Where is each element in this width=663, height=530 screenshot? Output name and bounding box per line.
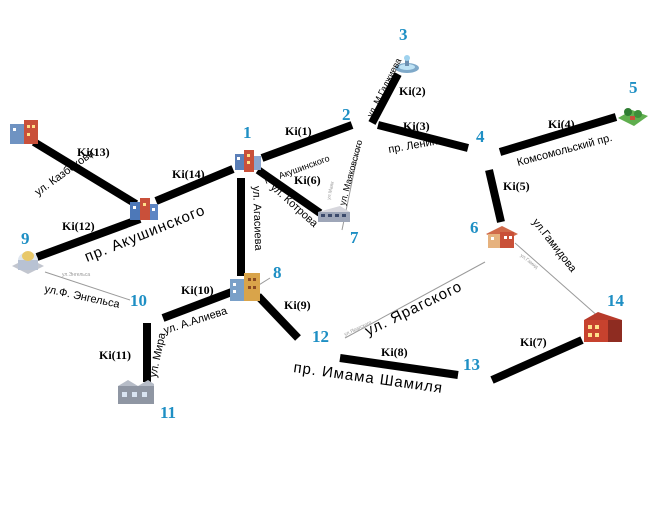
tiny-tag: ул.Энгельса: [62, 272, 90, 278]
node-number: 4: [476, 127, 485, 146]
node-number: 6: [470, 218, 479, 237]
building-icon: [10, 120, 38, 144]
street-label: ул. Маяковского: [337, 139, 364, 207]
street-label: ул.Ф. Энгельса: [43, 283, 121, 311]
edge-ki9: [255, 293, 301, 341]
edge-ki13: [31, 138, 139, 208]
edge-ki3: [377, 121, 469, 152]
edge-label: Ki(5): [503, 179, 530, 193]
factory-icon: [118, 380, 154, 404]
yaragskogo-line: [344, 261, 486, 339]
street-label: ул. Ярагского: [362, 278, 465, 340]
building-icon: [230, 273, 260, 301]
edge-label: Ki(3): [403, 119, 430, 133]
edge-ki2: [368, 72, 402, 125]
edge-labels: Ki(1) Ki(2) Ki(3) Ki(4) Ki(5) Ki(6) Ki(7…: [62, 84, 575, 362]
edge-label: Ki(10): [181, 283, 214, 297]
node-number: 7: [350, 228, 359, 247]
edge-label: Ki(1): [285, 124, 312, 138]
edge-ki6: [255, 166, 323, 217]
node-number: 2: [342, 105, 351, 124]
edge-label: Ki(13): [77, 145, 110, 159]
engelsa-line: [44, 271, 131, 301]
edges: [31, 72, 618, 384]
fountain-icon: [395, 55, 419, 73]
node-number: 12: [312, 327, 329, 346]
residential-complex-icon: [235, 150, 261, 172]
edge-label: Ki(7): [520, 335, 547, 349]
edge-label: Ki(12): [62, 219, 95, 233]
node-number: 3: [399, 25, 408, 44]
edge-ki5: [485, 169, 505, 223]
edge-ki12: [35, 215, 142, 261]
edge-ki14: [154, 165, 235, 205]
park-icon: [618, 108, 648, 126]
residential-complex-icon: [130, 198, 158, 220]
edge-label: Ki(6): [294, 173, 321, 187]
edge-label: Ki(8): [381, 345, 408, 359]
dome-building-icon: [12, 251, 44, 274]
node-number: 9: [21, 229, 30, 248]
edge-ki1: [260, 121, 354, 162]
vehicle-icon: [318, 206, 350, 222]
street-label: Комсомольский пр.: [516, 132, 614, 169]
edge-label: Ki(4): [548, 117, 575, 131]
edge-ki8: [339, 354, 459, 379]
node-number: 14: [607, 291, 625, 310]
residential-complex-icon: [486, 226, 518, 248]
gamidova-line: [514, 242, 601, 319]
edge-label: Ki(9): [284, 298, 311, 312]
node-number: 5: [629, 78, 638, 97]
edge-ki10: [161, 286, 239, 322]
street-label: ул. М.Гаджиева: [365, 57, 403, 119]
node-number: 11: [160, 403, 176, 422]
edge-label: Ki(14): [172, 167, 205, 181]
node-number: 1: [243, 123, 252, 142]
node-number: 10: [130, 291, 147, 310]
node-labels: 1 2 3 4 5 6 7 8 9 10 11 12 13 14: [21, 25, 638, 422]
edge-label: Ki(2): [399, 84, 426, 98]
edge-ki7: [490, 336, 584, 384]
node-number: 8: [273, 263, 282, 282]
edge-ki4: [498, 113, 618, 156]
red-building-icon: [584, 312, 622, 342]
node-number: 13: [463, 355, 480, 374]
tiny-tag: ул.Маяк: [326, 180, 336, 200]
edge-label: Ki(11): [99, 348, 131, 362]
street-label: ул. Агасиева: [250, 186, 264, 252]
